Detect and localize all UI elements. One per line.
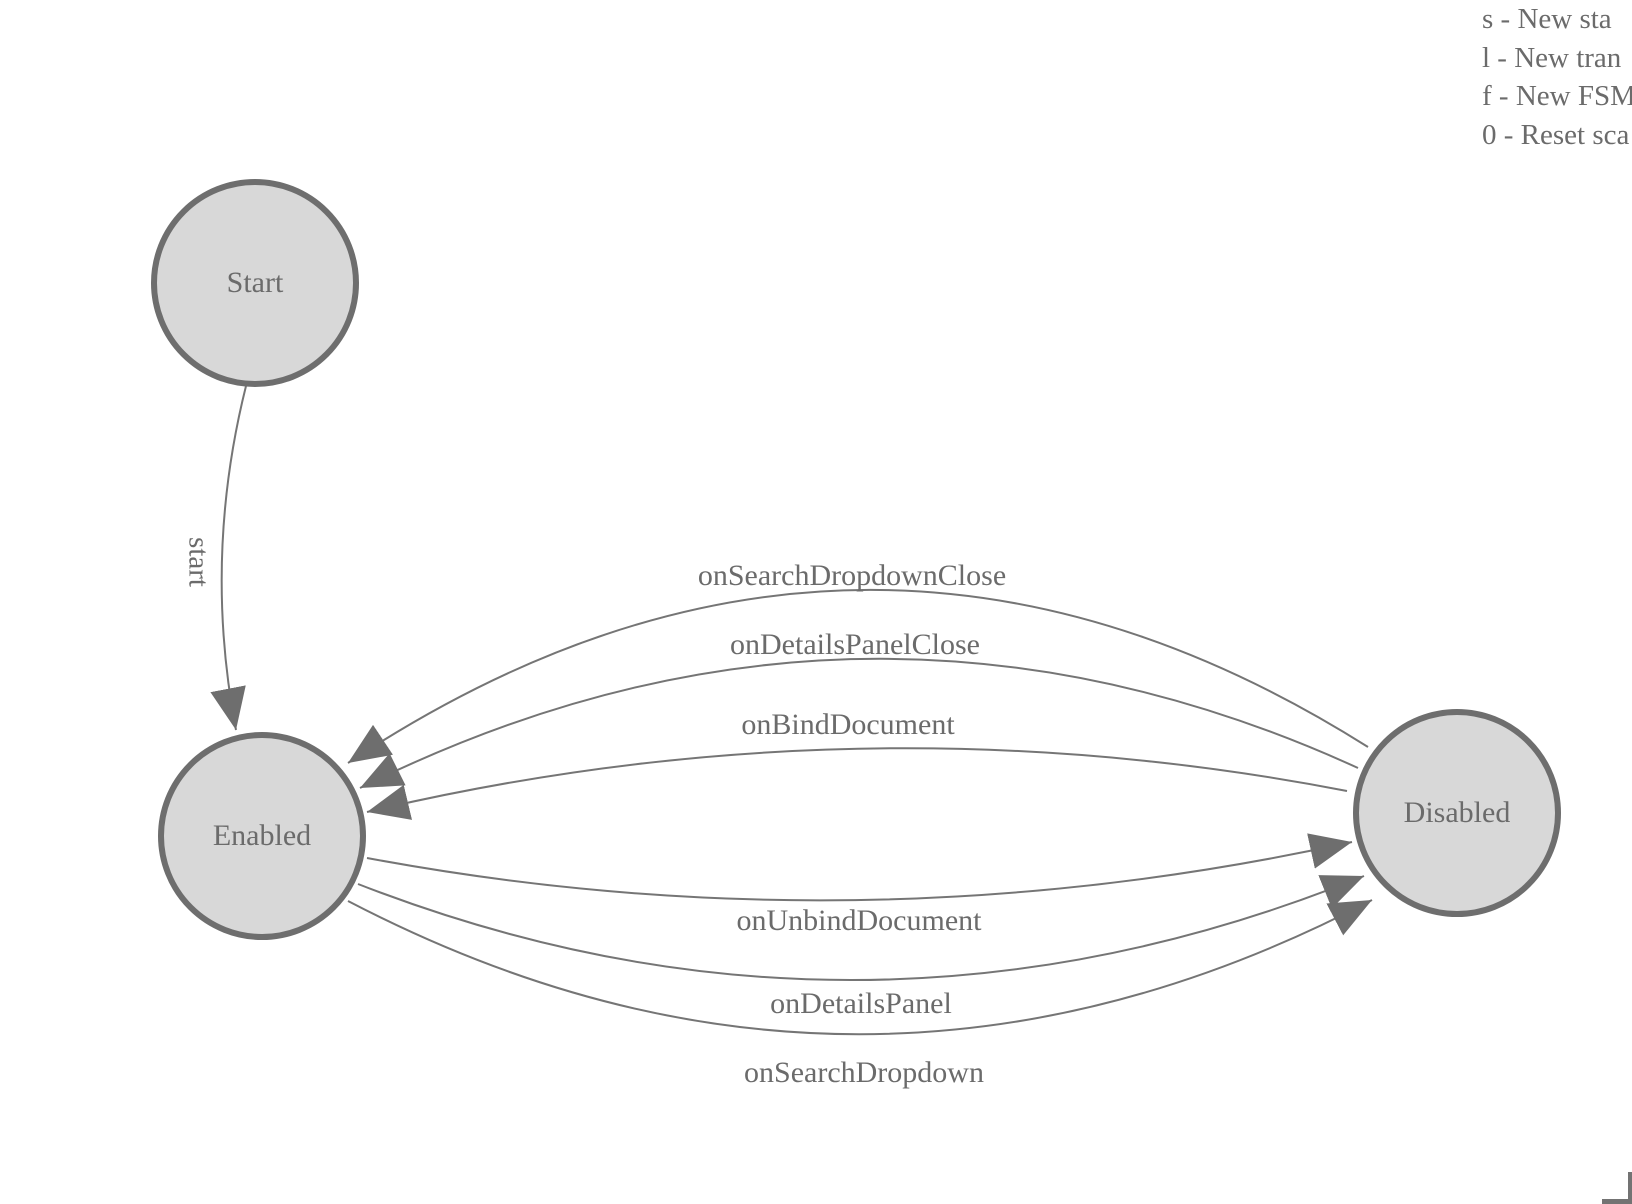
edge-label-onDetailsPanel: onDetailsPanel — [770, 987, 952, 1020]
edge-label-onDetailsPanelClose: onDetailsPanelClose — [730, 628, 980, 661]
edge-label-onSearchDropdown: onSearchDropdown — [744, 1056, 984, 1089]
edge-onUnbindDocument[interactable] — [366, 833, 1353, 902]
hotkey-legend: s - New sta l - New tran f - New FSM 0 -… — [1482, 0, 1632, 154]
edge-label-start: start — [182, 537, 215, 587]
edge-onSearchDropdownClose[interactable] — [347, 589, 1369, 764]
edge-onDetailsPanel[interactable] — [357, 875, 1365, 982]
edge-label-onUnbindDocument: onUnbindDocument — [736, 904, 982, 937]
legend-line-reset-scale: 0 - Reset sca — [1482, 118, 1630, 151]
edge-onBindDocument[interactable] — [366, 747, 1348, 820]
legend-line-new-transition: l - New tran — [1482, 41, 1622, 74]
canvas-corner-bracket-vertical — [1628, 1172, 1632, 1204]
edge-label-onBindDocument: onBindDocument — [741, 708, 955, 741]
state-node-disabled[interactable]: Disabled — [1353, 709, 1561, 917]
legend-line-new-fsm: f - New FSM — [1482, 80, 1632, 113]
edge-onDetailsPanelClose[interactable] — [359, 657, 1359, 789]
edge-label-onSearchDropdownClose: onSearchDropdownClose — [697, 559, 1007, 592]
state-node-enabled[interactable]: Enabled — [158, 732, 366, 940]
canvas-corner-bracket-horizontal — [1602, 1199, 1632, 1204]
legend-line-new-state: s - New sta — [1482, 3, 1612, 35]
edge-start[interactable] — [210, 385, 247, 731]
state-node-enabled-label: Enabled — [212, 819, 312, 852]
state-node-start-label: Start — [226, 266, 284, 299]
state-node-disabled-label: Disabled — [1403, 796, 1511, 829]
state-node-start[interactable]: Start — [151, 179, 359, 387]
edge-onSearchDropdown[interactable] — [347, 899, 1373, 1036]
